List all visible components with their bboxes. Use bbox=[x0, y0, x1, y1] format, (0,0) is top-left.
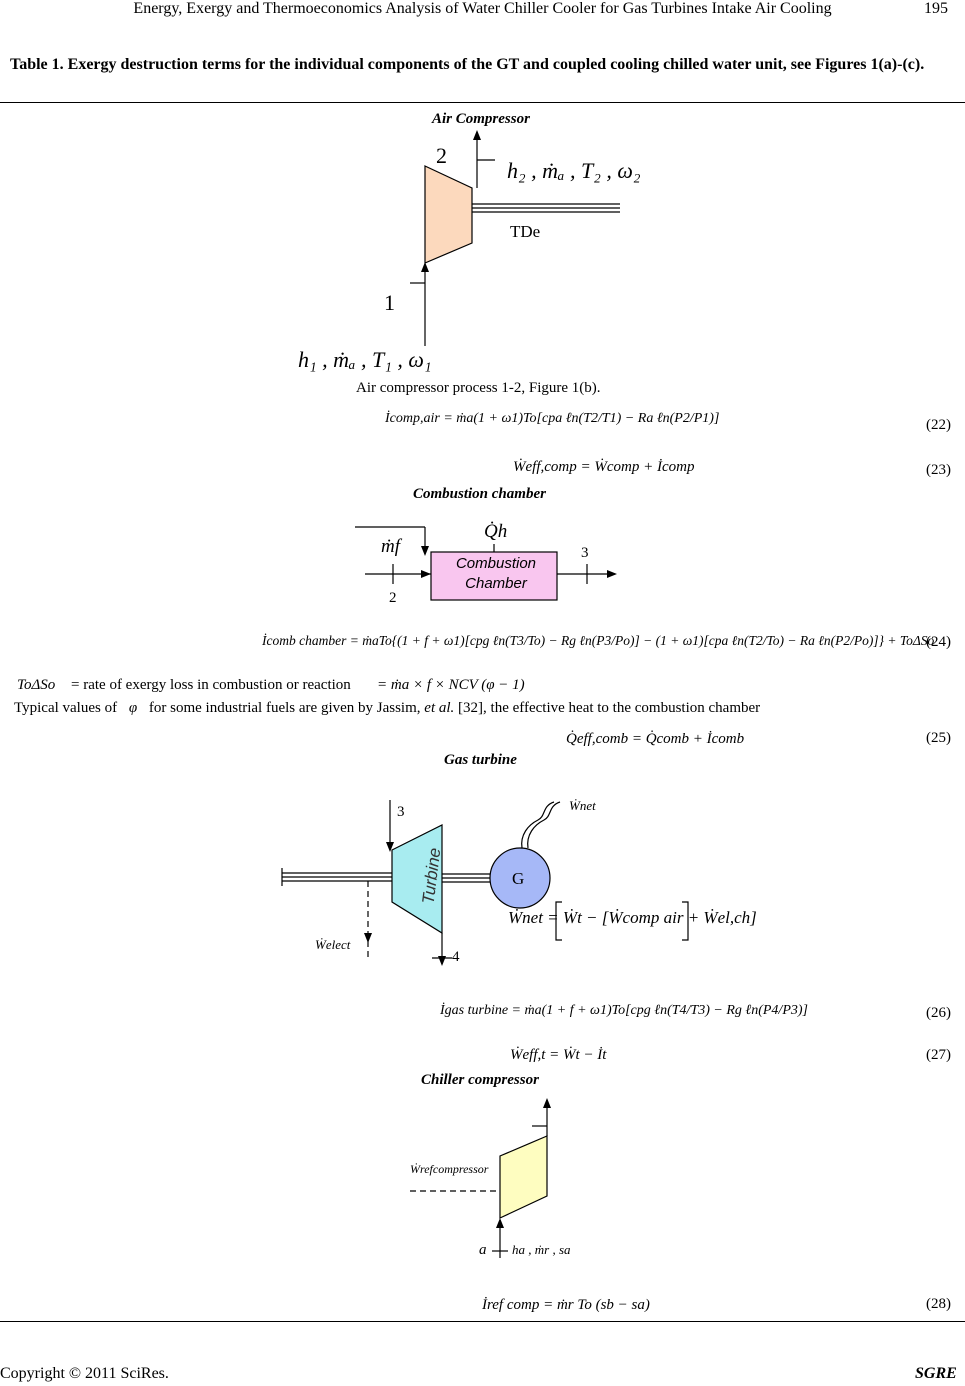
equation-28-number: (28) bbox=[926, 1296, 951, 1312]
compressor-shape bbox=[424, 165, 473, 264]
power-balance: Ẇnet = Ẇt − [Ẇcomp air + Ẇel,ch] bbox=[508, 908, 757, 927]
generator-label: G bbox=[512, 869, 525, 888]
compressor-process-text: Air compressor process 1-2, Figure 1(b). bbox=[356, 380, 601, 396]
equation-26-number: (26) bbox=[926, 1005, 951, 1021]
combustion-box-label-2: Chamber bbox=[465, 575, 527, 592]
toso-equation: = ṁa × f × NCV (φ − 1) bbox=[377, 677, 525, 693]
compressor-node-in: 1 bbox=[384, 290, 395, 315]
equation-27: Ẇeff,t = Ẇt − İt bbox=[510, 1047, 607, 1063]
equation-24-number: (24) bbox=[926, 634, 951, 650]
top-rule bbox=[0, 102, 965, 103]
equation-26: İgas turbine = ṁa(1 + f + ω1)To[cpg ℓn(T… bbox=[440, 1003, 808, 1018]
equation-28: İref comp = ṁr To (sb − sa) bbox=[482, 1297, 650, 1313]
toso-description: = rate of exergy loss in combustion or r… bbox=[71, 677, 351, 693]
typical-values-pre: Typical values of bbox=[14, 700, 118, 716]
fuel-flow-label: ṁf bbox=[381, 536, 400, 557]
copyright: Copyright © 2011 SciRes. bbox=[0, 1365, 169, 1382]
section-title-combustion: Combustion chamber bbox=[413, 486, 546, 502]
typical-values-text: Typical values of φ for some industrial … bbox=[14, 700, 760, 717]
combustion-box bbox=[430, 551, 558, 601]
turbine-node-in: 3 bbox=[397, 804, 405, 820]
phi-symbol: φ bbox=[128, 700, 138, 716]
bottom-rule bbox=[0, 1321, 965, 1322]
journal-name: SGRE bbox=[915, 1365, 957, 1382]
chiller-node-in: a bbox=[479, 1242, 487, 1258]
w-net-label: Ẇnet bbox=[569, 798, 596, 813]
equation-27-number: (27) bbox=[926, 1047, 951, 1063]
w-refcompressor-label: Ẇrefcompressor bbox=[410, 1162, 489, 1176]
compressor-state-in: h₁ , ṁₐ , T₁ , ω₁ bbox=[298, 347, 432, 372]
toso-symbol: ToΔSo bbox=[17, 677, 56, 693]
w-elect-label: Ẇelect bbox=[315, 937, 351, 952]
chiller-state-in: ha , ṁr , sa bbox=[512, 1242, 571, 1257]
et-al: et al. bbox=[424, 700, 455, 716]
equation-23: Ẇeff,comp = Ẇcomp + İcomp bbox=[513, 459, 695, 475]
typical-values-post: for some industrial fuels are given by J… bbox=[148, 700, 421, 716]
td-label: TDe bbox=[510, 222, 541, 241]
running-header: Energy, Exergy and Thermoeconomics Analy… bbox=[133, 0, 832, 17]
equation-24: İcomb chamber = ṁaTo{(1 + f + ω1)[cpg ℓn… bbox=[262, 633, 935, 648]
equation-25: Q̇eff,comb = Q̇comb + İcomb bbox=[566, 731, 745, 747]
combustion-node-in: 2 bbox=[389, 590, 397, 606]
turbine-node-out: 4 bbox=[452, 949, 460, 965]
combustion-node-out: 3 bbox=[581, 545, 589, 561]
chiller-compressor-diagram bbox=[410, 1098, 551, 1258]
equation-22-number: (22) bbox=[926, 417, 951, 433]
air-compressor-diagram bbox=[410, 130, 620, 346]
generator-circle bbox=[489, 847, 551, 909]
section-title-air-compressor: Air Compressor bbox=[432, 111, 530, 127]
combustion-box-label-1: Combustion bbox=[455, 555, 537, 572]
equation-22: İcomp,air = ṁa(1 + ω1)To[cpa ℓn(T2/T1) −… bbox=[385, 411, 720, 426]
combustion-diagram bbox=[355, 526, 617, 601]
chiller-compressor-shape bbox=[499, 1135, 548, 1219]
equation-25-number: (25) bbox=[926, 730, 951, 746]
typical-values-tail: [32], the effective heat to the combusti… bbox=[458, 700, 761, 716]
compressor-node-out: 2 bbox=[436, 143, 447, 168]
compressor-state-out: h₂ , ṁₐ , T₂ , ω₂ bbox=[507, 158, 641, 183]
gas-turbine-diagram bbox=[281, 800, 689, 966]
heat-input-label: Q̇h bbox=[484, 521, 508, 542]
section-title-chiller: Chiller compressor bbox=[421, 1072, 539, 1088]
table-caption: Table 1. Exergy destruction terms for th… bbox=[10, 56, 925, 73]
equation-23-number: (23) bbox=[926, 462, 951, 478]
section-title-gas-turbine: Gas turbine bbox=[444, 752, 517, 768]
page-number: 195 bbox=[924, 0, 948, 17]
